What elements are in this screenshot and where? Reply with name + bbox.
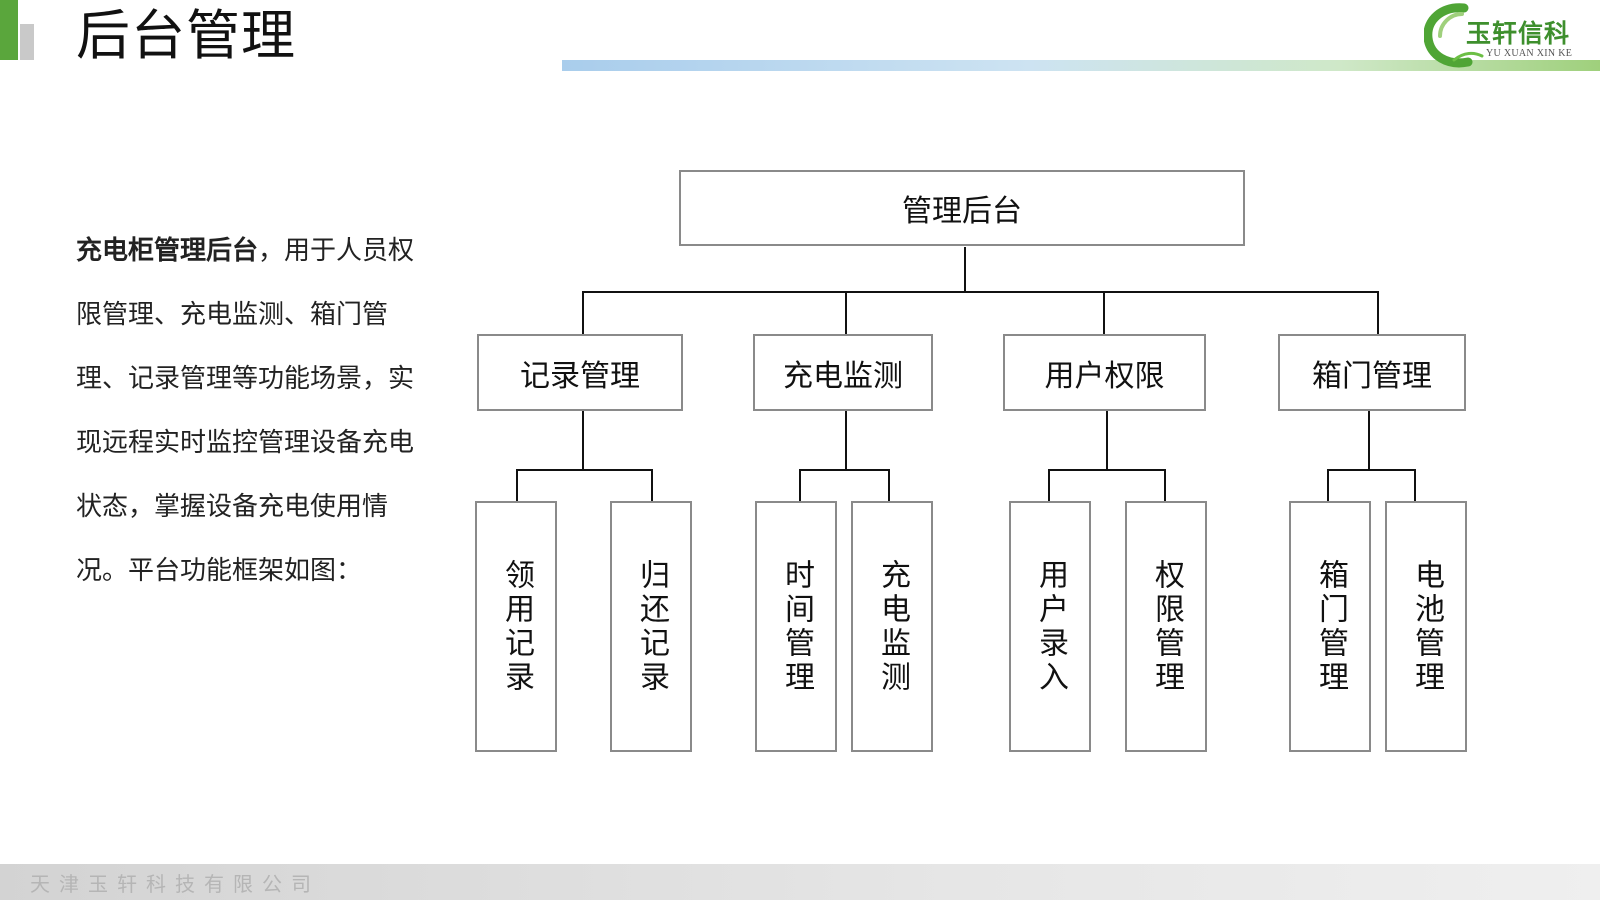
leaf-node-return-records: 归还记录 bbox=[610, 501, 692, 752]
company-logo: 玉轩信科 YU XUAN XIN KE bbox=[1423, 2, 1594, 68]
logo-text: 玉轩信科 bbox=[1466, 19, 1571, 48]
connector-line bbox=[1414, 469, 1416, 501]
logo-subtitle: YU XUAN XIN KE bbox=[1486, 48, 1573, 59]
leaf-node-borrow-records: 领用记录 bbox=[475, 501, 557, 752]
branch-node-door: 箱门管理 bbox=[1278, 334, 1466, 411]
leaf-node-door-management: 箱门管理 bbox=[1289, 501, 1371, 752]
leaf-node-permission-management: 权限管理 bbox=[1125, 501, 1207, 752]
connector-line bbox=[964, 247, 966, 292]
page-title: 后台管理 bbox=[76, 4, 296, 67]
leaf-node-battery-management: 电池管理 bbox=[1385, 501, 1467, 752]
header-divider bbox=[562, 60, 1600, 71]
connector-line bbox=[1368, 411, 1370, 471]
logo-leaf-icon bbox=[1423, 3, 1484, 68]
connector-line bbox=[799, 469, 890, 471]
footer-company-name: 天津玉轩科技有限公司 bbox=[30, 872, 320, 896]
description-text: 充电柜管理后台，用于人员权限管理、充电监测、箱门管理、记录管理等功能场景，实现远… bbox=[76, 219, 416, 603]
branch-node-charging: 充电监测 bbox=[753, 334, 933, 411]
connector-line bbox=[1048, 469, 1166, 471]
leaf-node-user-entry: 用户录入 bbox=[1009, 501, 1091, 752]
header-accent-bar bbox=[0, 0, 18, 60]
connector-line bbox=[799, 469, 801, 501]
connector-line bbox=[582, 291, 1379, 293]
description-bold: 充电柜管理后台 bbox=[76, 236, 259, 266]
branch-node-records: 记录管理 bbox=[477, 334, 683, 411]
connector-line bbox=[1048, 469, 1050, 501]
connector-line bbox=[1164, 469, 1166, 501]
connector-line bbox=[1327, 469, 1416, 471]
connector-line bbox=[888, 469, 890, 501]
branch-node-user-permissions: 用户权限 bbox=[1003, 334, 1206, 411]
connector-line bbox=[845, 291, 847, 335]
connector-line bbox=[582, 411, 584, 471]
connector-line bbox=[516, 469, 653, 471]
header-accent-bar-secondary bbox=[20, 24, 34, 60]
connector-line bbox=[1377, 291, 1379, 335]
leaf-node-time-management: 时间管理 bbox=[755, 501, 837, 752]
connector-line bbox=[1106, 411, 1108, 471]
root-node: 管理后台 bbox=[679, 170, 1245, 246]
connector-line bbox=[1103, 291, 1105, 335]
connector-line bbox=[651, 469, 653, 501]
connector-line bbox=[516, 469, 518, 501]
connector-line bbox=[845, 411, 847, 471]
description-body: ，用于人员权限管理、充电监测、箱门管理、记录管理等功能场景，实现远程实时监控管理… bbox=[76, 236, 415, 586]
leaf-node-charging-monitor: 充电监测 bbox=[851, 501, 933, 752]
footer-bar: 天津玉轩科技有限公司 bbox=[0, 864, 1600, 900]
connector-line bbox=[1327, 469, 1329, 501]
connector-line bbox=[582, 291, 584, 335]
